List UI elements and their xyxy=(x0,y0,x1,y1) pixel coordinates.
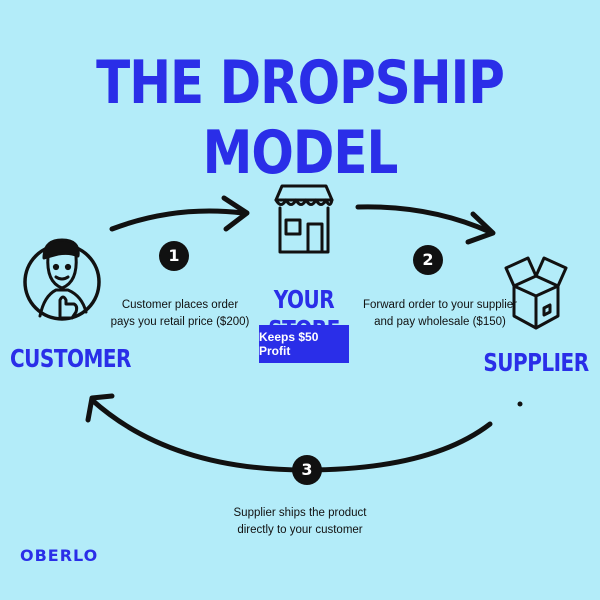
step-2-badge: 2 xyxy=(413,245,443,275)
step-3-description: Supplier ships the product directly to y… xyxy=(210,505,390,539)
step-1-line-1: Customer places order xyxy=(121,299,239,311)
step-3-line-2: directly to your customer xyxy=(237,524,363,536)
supplier-box-icon xyxy=(504,256,568,330)
step-2-description: Forward order to your supplier and pay w… xyxy=(350,297,530,331)
step-1-description: Customer places order pays you retail pr… xyxy=(100,297,260,331)
arrow-store-to-supplier xyxy=(355,204,496,245)
profit-badge: Keeps $50 Profit xyxy=(259,325,349,363)
step-2-line-1: Forward order to your supplier xyxy=(362,299,518,311)
oberlo-logo: OBERLO xyxy=(20,546,99,565)
step-1-badge: 1 xyxy=(159,241,189,271)
step-3-badge: 3 xyxy=(292,455,322,485)
step-3-line-1: Supplier ships the product xyxy=(233,507,367,519)
step-2-line-2: and pay wholesale ($150) xyxy=(374,316,506,328)
customer-icon xyxy=(23,238,101,321)
store-icon xyxy=(274,184,334,254)
arrow-customer-to-store xyxy=(109,195,250,232)
customer-label: CUSTOMER xyxy=(10,343,131,373)
step-1-line-2: pays you retail price ($200) xyxy=(110,316,250,328)
supplier-label: SUPPLIER xyxy=(483,347,589,377)
page-title: THE DROPSHIP MODEL xyxy=(96,48,505,188)
